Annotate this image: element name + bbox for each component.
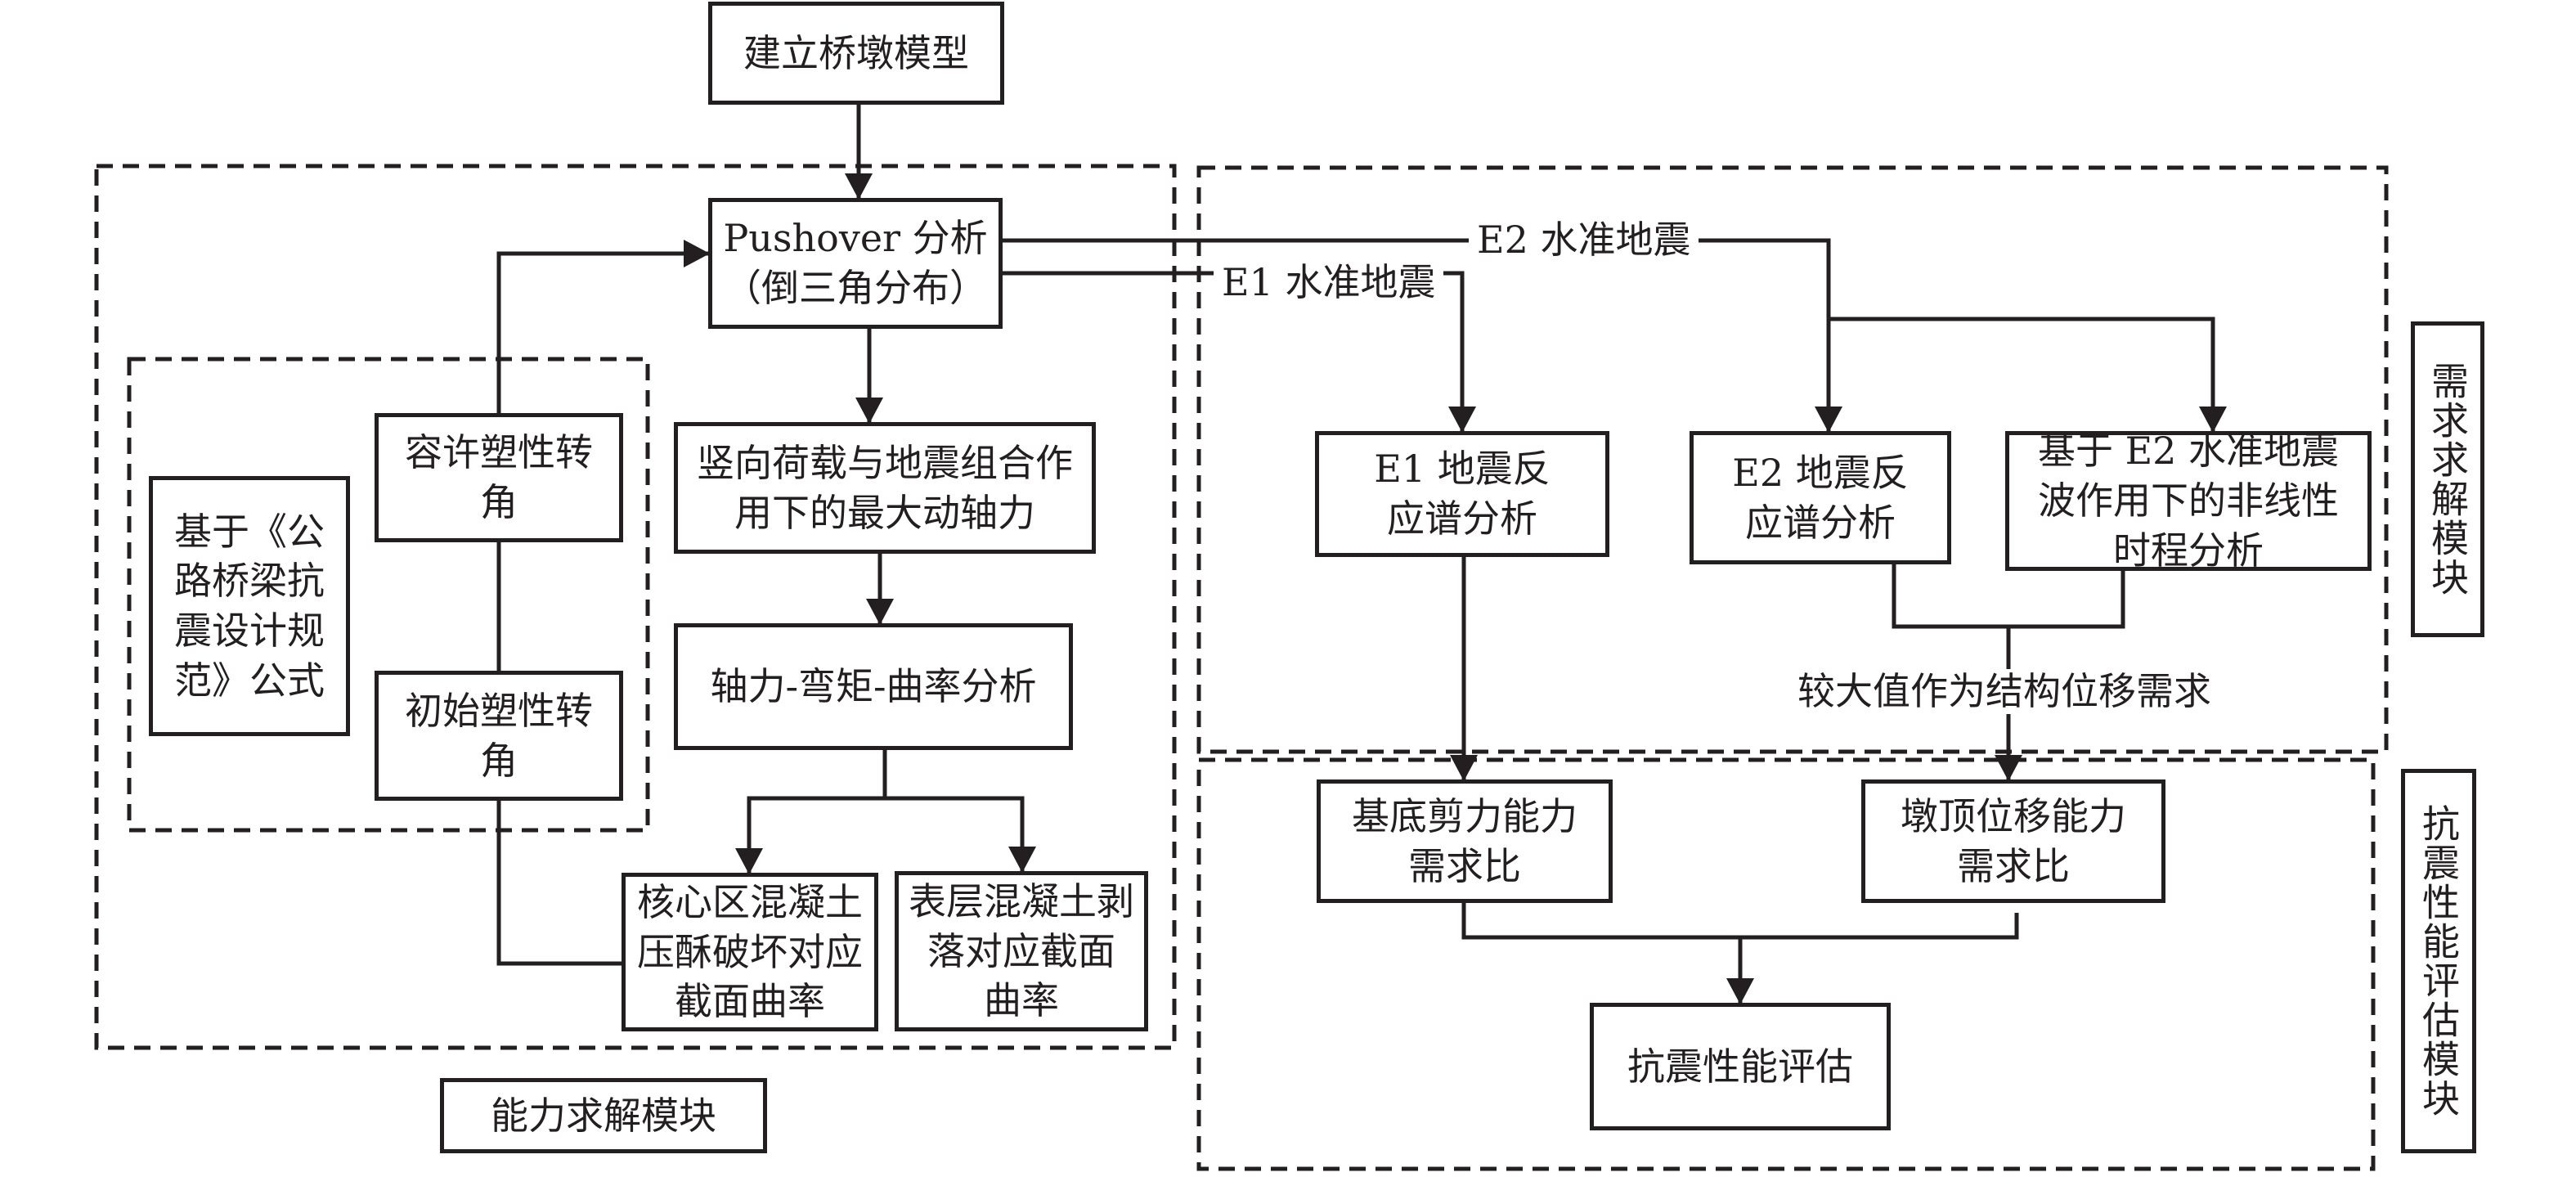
base-shear-ratio-node: 基底剪力能力 需求比: [1317, 779, 1613, 903]
demand-module-frame: [1196, 165, 2389, 754]
e2-response-spectrum-node: E2 地震反 应谱分析: [1690, 431, 1951, 564]
capacity-module-label: 能力求解模块: [440, 1078, 767, 1153]
allowable-plastic-rotation-node: 容许塑性转角: [375, 413, 623, 542]
max-dynamic-axial-force-node: 竖向荷载与地震组合作 用下的最大动轴力: [674, 422, 1096, 554]
pushover-analysis-node: Pushover 分析 （倒三角分布）: [708, 198, 1003, 329]
assessment-module-label: 抗震性能评估模块: [2401, 769, 2476, 1153]
moment-curvature-analysis-node: 轴力-弯矩-曲率分析: [674, 623, 1073, 750]
cover-concrete-curvature-node: 表层混凝土剥 落对应截面 曲率: [895, 871, 1148, 1031]
capacity-module-frame: [94, 164, 1177, 1050]
initial-plastic-rotation-node: 初始塑性转角: [375, 671, 623, 801]
e1-level-label: E1 水准地震: [1214, 260, 1444, 306]
seismic-evaluation-node: 抗震性能评估: [1590, 1003, 1891, 1130]
edge-allowable-pushover: [496, 240, 710, 413]
e2-level-label: E2 水准地震: [1469, 218, 1699, 263]
edge-moment-split: [735, 750, 887, 874]
edge-ratios-merge: [1461, 903, 2019, 940]
build-model-node: 建立桥墩模型: [708, 2, 1004, 105]
demand-module-label: 需求求解模块: [2411, 321, 2484, 637]
e1-response-spectrum-node: E1 地震反 应谱分析: [1315, 431, 1609, 557]
edge-initial-core: [496, 801, 622, 966]
core-concrete-curvature-node: 核心区混凝土 压酥破坏对应 截面曲率: [622, 873, 878, 1031]
edge-moment-cover: [885, 796, 1036, 873]
code-formula-node: 基于《公 路桥梁抗 震设计规 范》公式: [149, 476, 350, 736]
pier-top-displacement-ratio-node: 墩顶位移能力 需求比: [1861, 779, 2165, 903]
edge-pushover-e1: [1003, 271, 1476, 433]
code-formula-group-frame: [127, 357, 650, 833]
max-value-label: 较大值作为结构位移需求: [1789, 669, 2219, 715]
edge-pushover-e2: [1003, 238, 1831, 319]
edge-e2-timehistory: [1829, 317, 2227, 433]
e2-time-history-node: 基于 E2 水准地震 波作用下的非线性 时程分析: [2005, 429, 2372, 573]
assessment-module-frame: [1196, 757, 2376, 1171]
